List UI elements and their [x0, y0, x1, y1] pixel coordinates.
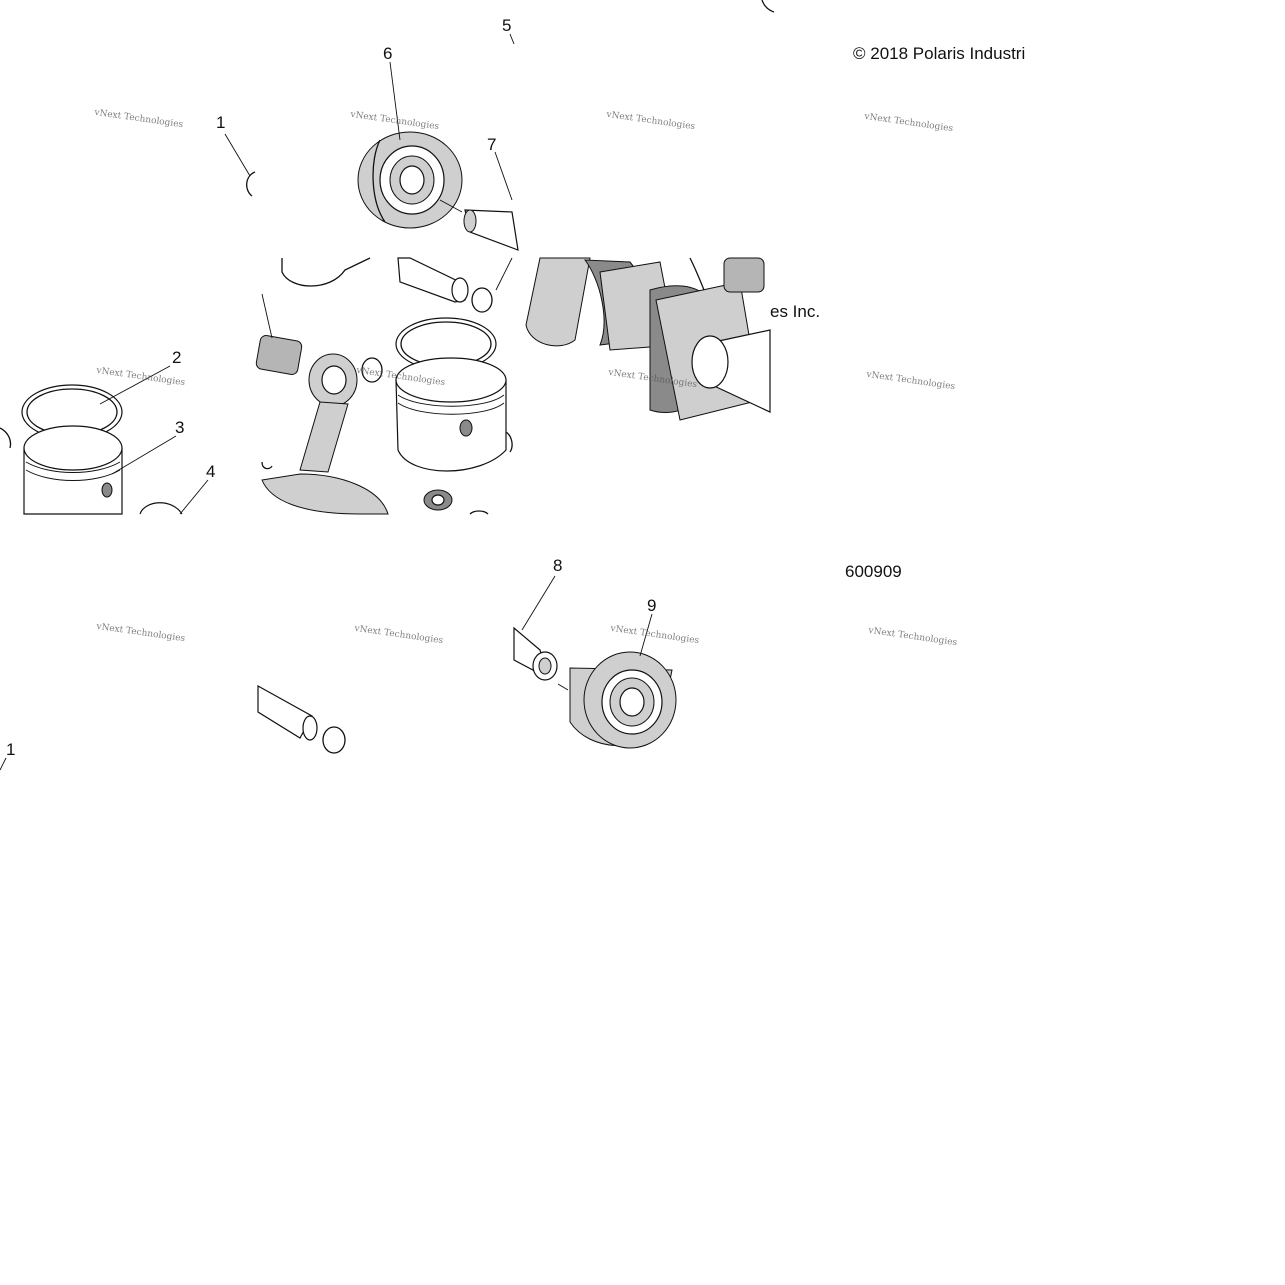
wrist-pin-lower	[257, 684, 346, 754]
wrist-pin-7	[439, 151, 519, 251]
copyright-text-head: © 2018 Polaris Industri	[853, 44, 1026, 63]
callout-7: 7	[487, 135, 497, 154]
snap-ring-1-lower-leader	[0, 757, 7, 771]
piston-3	[0, 425, 177, 515]
copyright-clip: © 2018 Polaris Industri	[850, 40, 1030, 68]
callout-5: 5	[502, 16, 512, 35]
top-edge-fragment	[761, 0, 775, 13]
main-bearing-9	[557, 613, 677, 749]
callout-4: 4	[206, 462, 216, 481]
callout-2: 2	[172, 348, 182, 367]
callout-1: 1	[216, 113, 226, 132]
callout-3: 3	[175, 418, 185, 437]
callout-1-lower: 1	[6, 740, 16, 759]
piston-ring-2	[21, 365, 171, 440]
center-assembly	[255, 257, 513, 515]
copyright-text-tail: es Inc.	[770, 302, 821, 321]
callout-6: 6	[383, 44, 393, 63]
main-bearing-6	[357, 61, 463, 229]
figure-number: 600909	[845, 562, 902, 581]
snap-ring-1	[224, 133, 256, 197]
callout-5-leader	[509, 33, 515, 45]
callout-8: 8	[553, 556, 563, 575]
crankshaft	[525, 257, 771, 421]
wrist-pin-4	[139, 479, 209, 515]
wrist-pin-8	[513, 575, 558, 681]
callout-9: 9	[647, 596, 657, 615]
